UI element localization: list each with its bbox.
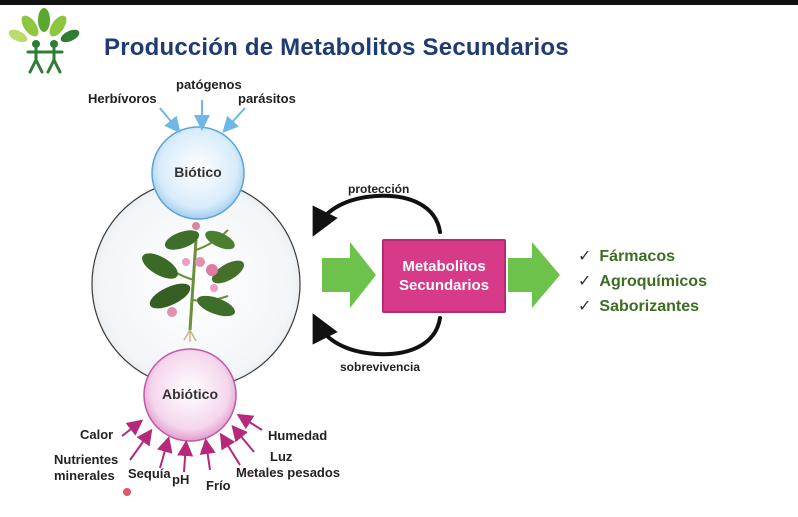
metabolitos-line2: Secundarios <box>398 277 490 294</box>
factor-sequia: Sequía <box>128 466 171 481</box>
pointer-dot <box>123 488 131 496</box>
plant-icon <box>142 222 245 342</box>
check-icon: ✓ <box>578 248 592 265</box>
factor-metales: Metales pesados <box>236 465 341 480</box>
abiotic-arrows <box>121 413 263 473</box>
product-item: ✓ Saborizantes <box>578 294 707 319</box>
biotic-label: Biótico <box>174 164 222 180</box>
check-icon: ✓ <box>578 273 592 290</box>
factor-parasitos: parásitos <box>238 91 296 106</box>
biotic-arrows <box>159 100 246 134</box>
product-item: ✓ Agroquímicos <box>578 269 707 294</box>
factor-nutrientes: Nutrientes <box>54 452 119 467</box>
tree-people-logo-icon <box>8 8 80 74</box>
page-title: Producción de Metabolitos Secundarios <box>104 34 569 61</box>
abiotic-label: Abiótico <box>162 386 218 402</box>
green-arrow-right <box>508 242 560 308</box>
green-arrow-left <box>322 242 376 308</box>
products-list: ✓ Fármacos ✓ Agroquímicos ✓ Saborizantes <box>578 244 707 319</box>
factor-ph: pH <box>172 472 190 487</box>
factor-calor: Calor <box>80 427 114 442</box>
product-farmacos: Fármacos <box>599 248 675 265</box>
cycle-arrows <box>312 193 442 357</box>
check-icon: ✓ <box>578 298 592 315</box>
cycle-bottom-label: sobrevivencia <box>340 360 421 374</box>
top-border <box>0 0 798 5</box>
metabolitos-line1: Metabolitos <box>402 258 486 275</box>
product-saborizantes: Saborizantes <box>599 298 699 315</box>
cycle-top-label: protección <box>348 182 410 196</box>
metabolitos-box: Metabolitos Secundarios <box>382 239 506 313</box>
factor-patogenos: patógenos <box>176 77 242 92</box>
product-agroquimicos: Agroquímicos <box>599 273 707 290</box>
factor-minerales: minerales <box>54 468 115 483</box>
factor-humedad: Humedad <box>268 428 328 443</box>
factor-frio: Frío <box>206 478 231 493</box>
factor-luz: Luz <box>270 449 293 464</box>
product-item: ✓ Fármacos <box>578 244 707 269</box>
factor-herbivoros: Herbívoros <box>88 91 157 106</box>
